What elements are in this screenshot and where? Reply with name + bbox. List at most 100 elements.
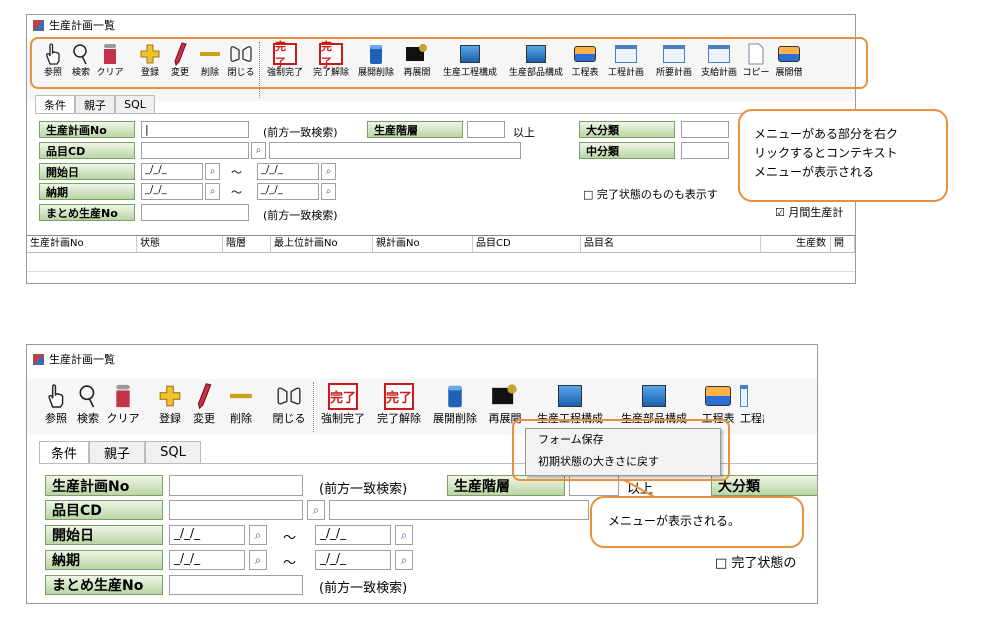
kyosei-kanryo-button[interactable]: 完了 強制完了: [316, 379, 370, 424]
kaishibi-from-search[interactable]: ⌕: [205, 163, 220, 180]
seisan-kotei-kosei-button[interactable]: 生産工程構成: [436, 39, 504, 78]
label-seisan-keikaku-no: 生産計画No: [39, 121, 135, 138]
saitenkai-button[interactable]: 再展開: [398, 39, 436, 78]
window-icon: [708, 45, 730, 63]
noki-to-search[interactable]: ⌕: [395, 550, 413, 570]
kotei-keikaku-button[interactable]: 工程計画: [602, 39, 650, 78]
col-saijoi-no[interactable]: 最上位計画No: [271, 236, 373, 252]
search-icon: [79, 385, 95, 408]
tab-oyako[interactable]: 親子: [75, 95, 115, 113]
chart-window-icon: [574, 46, 596, 62]
koteihyo-button[interactable]: 工程表: [696, 379, 740, 424]
kaishibi-to-input[interactable]: _/_/_: [315, 525, 391, 545]
window-top: 生産計画一覧 参照 検索 クリア 登録 変更 削除 閉じる: [26, 14, 856, 284]
tojiru-button[interactable]: 閉じる: [267, 379, 311, 424]
menu-item-reset-size[interactable]: 初期状態の大きさに戻す: [538, 455, 659, 468]
sansho-button[interactable]: 参照: [39, 39, 67, 78]
noki-to-input[interactable]: _/_/_: [315, 550, 391, 570]
search-icon: ⌕: [400, 552, 408, 567]
tab-sql[interactable]: SQL: [145, 441, 201, 463]
kanryo-kaijo-button[interactable]: 完了 完了解除: [312, 40, 349, 78]
kanryo-kaijo-button[interactable]: 完了 完了解除: [370, 379, 428, 424]
toroku-button[interactable]: 登録: [153, 379, 187, 424]
zenpo-icchi-label: (前方一致検索): [263, 209, 338, 222]
col-hinmoku-cd[interactable]: 品目CD: [473, 236, 581, 252]
kaishibi-to-search[interactable]: ⌕: [395, 525, 413, 545]
ijo-label: 以上: [513, 126, 535, 139]
kaishibi-from-input[interactable]: _/_/_: [169, 525, 245, 545]
zenpo-icchi-label: (前方一致検索): [319, 482, 408, 497]
kensaku-button[interactable]: 検索: [67, 39, 95, 78]
hinmoku-cd-input[interactable]: [169, 500, 303, 520]
hinmoku-search-button[interactable]: ⌕: [307, 500, 325, 520]
shoyo-keikaku-button[interactable]: 所要計画: [650, 39, 698, 78]
noki-from-input[interactable]: _/_/_: [169, 550, 245, 570]
clear-button[interactable]: クリア: [95, 39, 125, 78]
col-seisansu[interactable]: 生産数: [761, 236, 831, 252]
koteihyo-button[interactable]: 工程表: [568, 39, 602, 78]
kaishibi-from-input[interactable]: _/_/_: [141, 163, 203, 180]
hinmoku-search-button[interactable]: ⌕: [251, 142, 266, 159]
col-hinmoku-mei[interactable]: 品目名: [581, 236, 761, 252]
chu-bunrui-input[interactable]: [681, 142, 729, 159]
henko-button[interactable]: 変更: [187, 379, 221, 424]
toolbar-separator: [259, 42, 260, 98]
tab-joken[interactable]: 条件: [35, 95, 75, 113]
noki-to-search[interactable]: ⌕: [321, 183, 336, 200]
henko-button[interactable]: 変更: [165, 39, 195, 78]
tenkai-sakujo-button[interactable]: 展開削除: [428, 379, 482, 424]
noki-from-search[interactable]: ⌕: [249, 550, 267, 570]
dai-bunrui-input[interactable]: [681, 121, 729, 138]
search-icon: [73, 44, 87, 65]
tab-joken[interactable]: 条件: [39, 441, 89, 463]
matome-no-input[interactable]: [141, 204, 249, 221]
noki-to-input[interactable]: _/_/_: [257, 183, 319, 200]
shikyu-keikaku-button[interactable]: 支給計画: [698, 39, 740, 78]
tab-sql[interactable]: SQL: [115, 95, 155, 113]
sansho-button[interactable]: 参照: [41, 379, 71, 424]
hinmoku-cd-input[interactable]: [141, 142, 249, 159]
menu-item-form-save[interactable]: フォーム保存: [538, 433, 604, 446]
sakujo-button[interactable]: 削除: [195, 39, 225, 78]
kaishibi-from-search[interactable]: ⌕: [249, 525, 267, 545]
kotei-keikaku-button[interactable]: 工程計画: [740, 379, 764, 424]
col-seisan-keikaku-no[interactable]: 生産計画No: [27, 236, 137, 252]
col-oya-no[interactable]: 親計画No: [373, 236, 473, 252]
seisan-kaiso-input[interactable]: [467, 121, 505, 138]
gekkan-checkbox[interactable]: ☑ 月間生産計: [775, 206, 844, 219]
col-jotai[interactable]: 状態: [137, 236, 223, 252]
noki-from-search[interactable]: ⌕: [205, 183, 220, 200]
tilde-label: ～: [283, 531, 297, 546]
saitenkai-button[interactable]: 再展開: [482, 379, 528, 424]
kaishibi-to-input[interactable]: _/_/_: [257, 163, 319, 180]
clear-button[interactable]: クリア: [105, 379, 141, 424]
kensaku-button[interactable]: 検索: [71, 379, 105, 424]
matome-no-input[interactable]: [169, 575, 303, 595]
toroku-button[interactable]: 登録: [135, 39, 165, 78]
pencil-icon: [174, 42, 187, 66]
tenkai-sakujo-button[interactable]: 展開削除: [354, 39, 398, 78]
seisan-keikaku-no-input[interactable]: |: [141, 121, 249, 138]
search-icon: ⌕: [312, 502, 320, 517]
kanryo-checkbox[interactable]: □ 完了状態の: [715, 556, 797, 571]
app-icon: [33, 353, 44, 365]
seisan-buhin-kosei-button[interactable]: 生産部品構成: [504, 39, 568, 78]
col-kai[interactable]: 開: [831, 236, 855, 252]
copy-button[interactable]: コピー: [740, 39, 772, 78]
kanryo-checkbox[interactable]: □ 完了状態のものも表示す: [583, 188, 718, 201]
tab-oyako[interactable]: 親子: [89, 441, 145, 463]
tojiru-button[interactable]: 閉じる: [225, 39, 257, 78]
kaishibi-to-search[interactable]: ⌕: [321, 163, 336, 180]
seisan-kotei-kosei-button[interactable]: 生産工程構成: [528, 379, 612, 424]
col-kaiso[interactable]: 階層: [223, 236, 271, 252]
tenkai-cut-button[interactable]: 展開借: [772, 39, 806, 78]
sakujo-button[interactable]: 削除: [221, 379, 261, 424]
noki-from-input[interactable]: _/_/_: [141, 183, 203, 200]
kyosei-kanryo-button[interactable]: 完了 強制完了: [266, 40, 303, 78]
label-kaishibi: 開始日: [39, 163, 135, 180]
seisan-buhin-kosei-button[interactable]: 生産部品構成: [612, 379, 696, 424]
plus-icon: [159, 385, 181, 407]
recycle-bin-icon: [448, 385, 462, 408]
seisan-keikaku-no-input[interactable]: [169, 475, 303, 496]
tab-panel: [39, 463, 817, 603]
